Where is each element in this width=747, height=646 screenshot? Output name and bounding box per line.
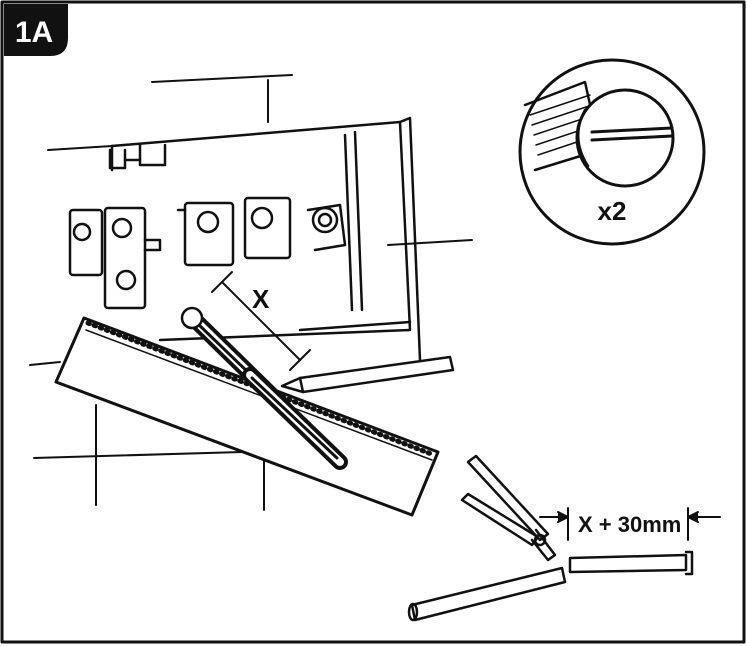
screw-count-label: x2 (598, 196, 627, 226)
dimension-cut-arrow (539, 507, 721, 541)
ruler (54, 316, 440, 517)
dimension-x-label: X (252, 284, 270, 314)
back-box (108, 116, 422, 362)
pencil (280, 355, 455, 394)
terminal-blocks (68, 196, 347, 310)
wire-cutters (460, 454, 557, 562)
cut-tubes (407, 550, 694, 622)
step-badge: 1A (4, 4, 68, 56)
screw-detail (518, 58, 706, 246)
step-label: 1A (15, 16, 53, 49)
cut-length-label: X + 30mm (578, 512, 681, 537)
tube-over-ruler (242, 367, 348, 470)
dimension-x-arrow (211, 271, 311, 371)
